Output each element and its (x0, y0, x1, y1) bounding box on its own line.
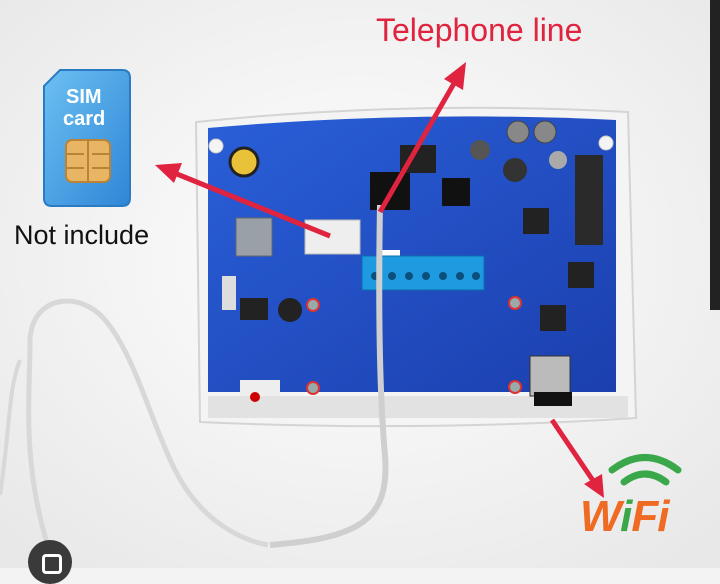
telephone-line-label: Telephone line (376, 12, 583, 48)
wifi-label: WiFi (580, 492, 670, 542)
sim-card-icon (43, 69, 131, 207)
google-lens-icon[interactable] (28, 540, 72, 584)
wifi-signal-icon (608, 454, 682, 486)
loose-cable (26, 298, 269, 568)
sim-arrow (155, 163, 331, 239)
not-include-label: Not include (14, 220, 150, 250)
wifi-label-fi: Fi (631, 492, 669, 541)
telephone-cable (269, 204, 389, 548)
wifi-label-w: W (580, 492, 621, 541)
sim-card-label-line2: card (63, 108, 106, 130)
terminal-block (361, 255, 485, 291)
sim-card-label-line1: SIM (66, 86, 102, 108)
wifi-arrow (549, 418, 604, 498)
product-photo (0, 0, 720, 568)
wifi-label-i: i (620, 492, 632, 541)
telephone-arrow (377, 62, 466, 214)
circuit-board (208, 116, 616, 406)
